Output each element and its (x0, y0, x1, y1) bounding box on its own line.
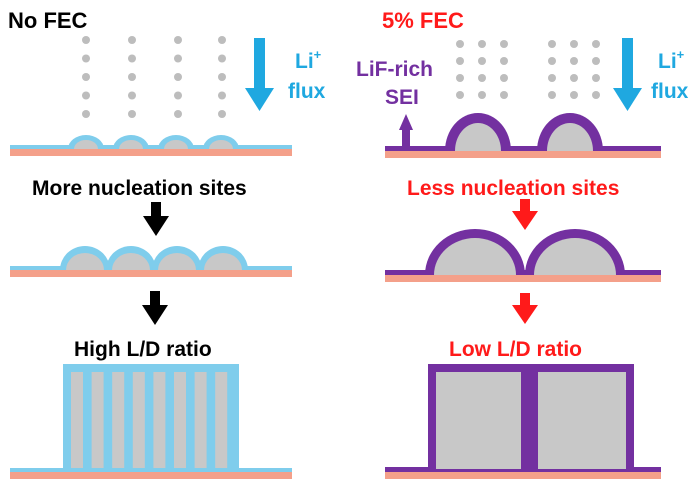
right-title: 5% FEC (382, 8, 464, 33)
li-ion (218, 91, 226, 100)
li-ion (218, 73, 226, 81)
right-sei-label-2: SEI (385, 86, 419, 109)
left-flux-arrow (245, 38, 274, 111)
li-ion (592, 74, 600, 82)
li-ion (174, 73, 182, 81)
li-ion (128, 110, 136, 118)
li-ion (82, 54, 90, 63)
right-initial-nuclei (385, 113, 661, 158)
right-arrow-1 (512, 199, 538, 230)
li-ion (548, 40, 556, 48)
right-flux-word: flux (651, 80, 689, 103)
li-ion (478, 91, 486, 99)
li-ion (456, 74, 464, 82)
li-ion (174, 110, 182, 118)
left-initial-nuclei (10, 135, 292, 156)
left-flux-word: flux (288, 80, 326, 103)
li-ion (592, 91, 600, 99)
li-ion (548, 57, 556, 65)
li-ion (500, 57, 508, 65)
li-ion (128, 36, 136, 44)
li-ion (82, 73, 90, 81)
lithium-column (215, 372, 228, 468)
right-step1-label: Less nucleation sites (407, 177, 619, 200)
li-ion (174, 54, 182, 63)
left-step2-label: High L/D ratio (74, 338, 212, 361)
li-ion (478, 40, 486, 48)
lithium-columns (71, 372, 228, 468)
li-ion (128, 91, 136, 100)
li-ion (174, 91, 182, 100)
li-ion (500, 74, 508, 82)
lithium-column (153, 372, 166, 468)
right-grown-nuclei (385, 229, 661, 282)
li-ion (128, 73, 136, 81)
li-ion (548, 91, 556, 99)
li-ions-right (456, 40, 600, 99)
li-ion (548, 74, 556, 82)
lithium-column (91, 372, 104, 468)
right-flux-label: Li+ (658, 47, 685, 73)
li-ion (456, 57, 464, 65)
sei-pointer-arrow (399, 114, 413, 146)
right-bulky-deposit (385, 364, 661, 479)
li-ion (218, 110, 226, 118)
li-ion (570, 91, 578, 99)
lithium-column (71, 372, 83, 468)
right-sei-label-1: LiF-rich (356, 58, 433, 81)
li-ion (570, 40, 578, 48)
right-arrow-2 (512, 293, 538, 324)
li-ion (570, 74, 578, 82)
li-ion (82, 110, 90, 118)
li-ion (478, 74, 486, 82)
left-step1-label: More nucleation sites (32, 177, 247, 200)
li-ions-left (82, 36, 226, 118)
left-grown-nuclei (10, 246, 292, 277)
li-ion (174, 36, 182, 44)
right-step2-label: Low L/D ratio (449, 338, 582, 361)
li-ion (478, 57, 486, 65)
li-ion (592, 40, 600, 48)
li-ion (500, 40, 508, 48)
li-ion (500, 91, 508, 99)
li-ion (456, 40, 464, 48)
li-ion (82, 91, 90, 100)
lithium-column (112, 372, 125, 468)
lithium-column (194, 372, 207, 468)
left-flux-label: Li+ (295, 47, 322, 73)
li-ion (128, 54, 136, 63)
right-flux-arrow (613, 38, 642, 111)
li-ion (592, 57, 600, 65)
li-ion (570, 57, 578, 65)
li-ion (456, 91, 464, 99)
left-arrow-2 (142, 291, 168, 325)
left-arrow-1 (143, 202, 169, 236)
lithium-column (174, 372, 186, 468)
li-ion (218, 54, 226, 63)
li-ion (218, 36, 226, 44)
left-columnar-deposit (10, 364, 292, 479)
left-title: No FEC (8, 8, 88, 33)
li-ion (82, 36, 90, 44)
lithium-column (132, 372, 145, 468)
